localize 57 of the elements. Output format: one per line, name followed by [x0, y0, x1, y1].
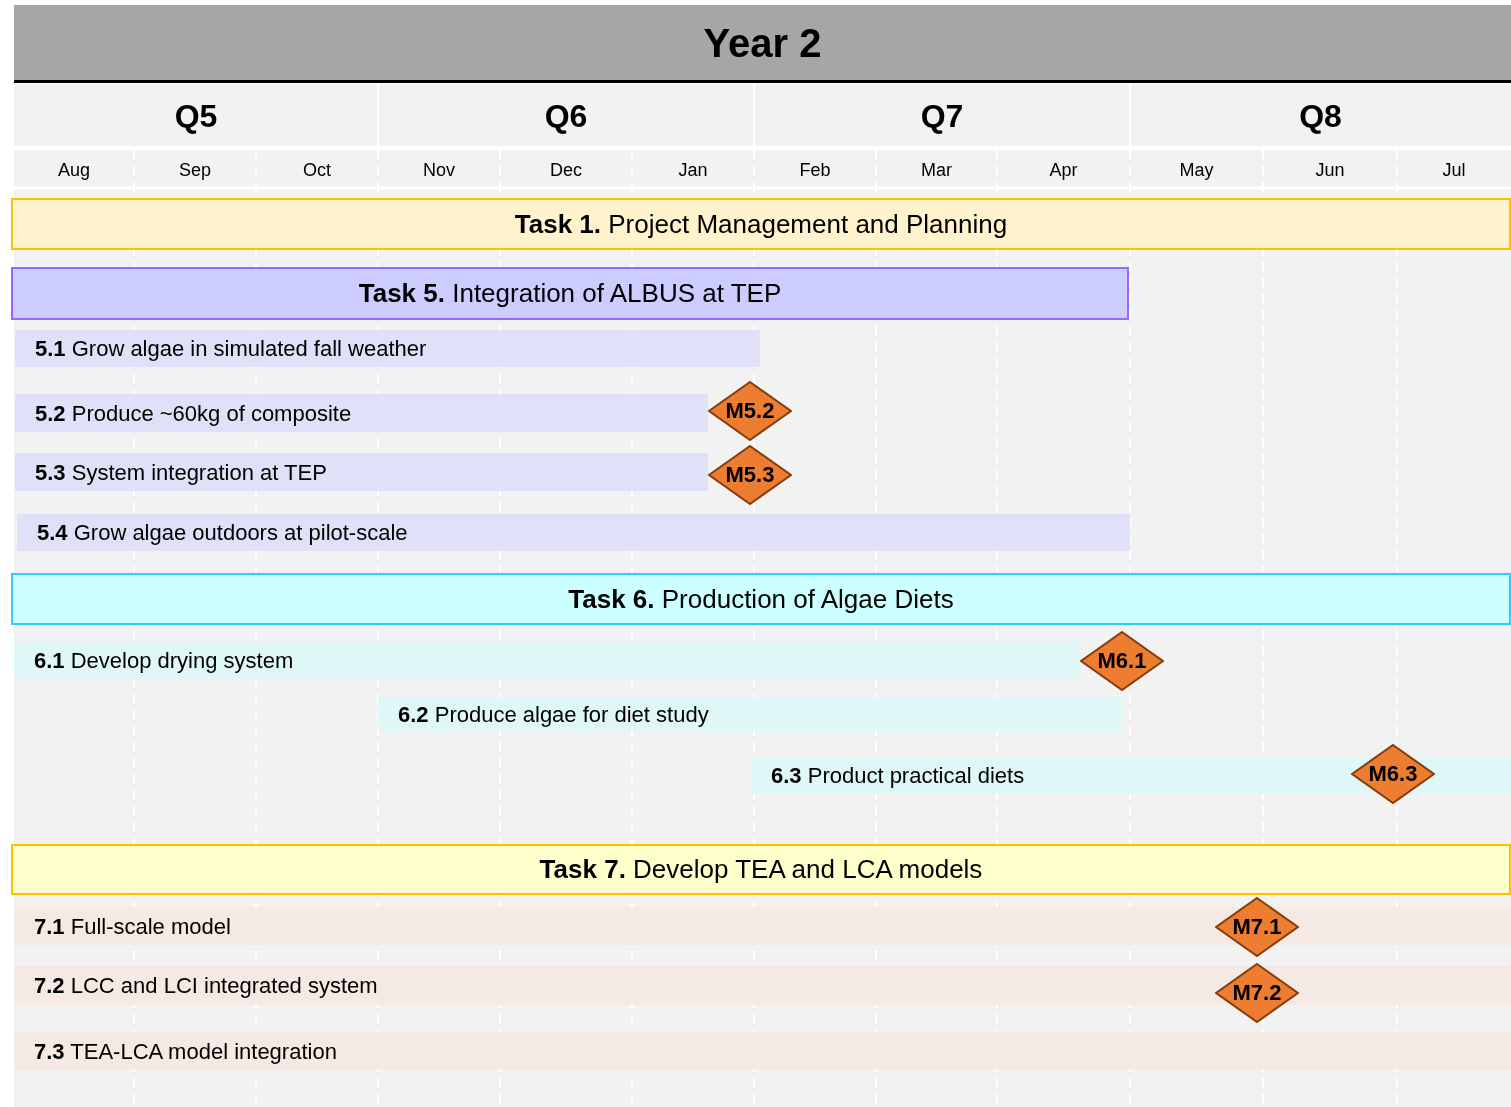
- milestone-label: M7.2: [1232, 982, 1282, 1004]
- milestone-label: M6.3: [1368, 763, 1418, 785]
- milestone-label: M5.2: [725, 400, 775, 422]
- milestone-diamond: [1080, 631, 1164, 691]
- month-label: Jun: [1315, 158, 1345, 182]
- month-label: Sep: [179, 158, 211, 182]
- task-title: Task 1. Project Management and Planning: [514, 207, 1008, 241]
- month-label: Jul: [1442, 158, 1466, 182]
- subtask-bar: [17, 514, 1130, 551]
- milestone-label: M6.1: [1097, 650, 1147, 672]
- task-bar: [11, 573, 1511, 625]
- task-title: Task 5. Integration of ALBUS at TEP: [358, 277, 782, 310]
- task-bar: [11, 267, 1129, 320]
- subtask-bar: [15, 394, 708, 432]
- month-label: Feb: [799, 158, 831, 182]
- milestone-diamond: [708, 381, 792, 441]
- subtask-bar: [15, 453, 708, 491]
- milestone-diamond: [1215, 897, 1299, 957]
- subtask-bar: [14, 907, 1511, 945]
- subtask-bar: [15, 330, 760, 367]
- task-title: Task 7. Develop TEA and LCA models: [539, 853, 983, 886]
- subtask-bar: [378, 697, 1122, 731]
- task-bar: [11, 844, 1511, 895]
- subtask-label: 5.4 Grow algae outdoors at pilot-scale: [37, 519, 408, 547]
- month-label: Mar: [921, 158, 952, 182]
- quarter-label: Q8: [1299, 97, 1342, 136]
- subtask-bar: [14, 966, 1511, 1005]
- task-bar: [11, 198, 1511, 250]
- subtask-label: 5.3 System integration at TEP: [35, 458, 327, 487]
- milestone-diamond: [1215, 963, 1299, 1023]
- quarter-label: Q7: [920, 97, 964, 136]
- subtask-bar: [14, 1032, 1511, 1070]
- subtask-bar: [751, 757, 1511, 794]
- month-label: Dec: [550, 158, 582, 182]
- milestone-diamond: [708, 445, 792, 505]
- milestone-diamond: [1351, 744, 1435, 804]
- month-label: Aug: [58, 158, 90, 182]
- month-label: Jan: [678, 158, 708, 182]
- subtask-label: 6.1 Develop drying system: [34, 647, 294, 675]
- header-title: Year 2: [703, 19, 822, 67]
- month-label: Apr: [1049, 158, 1078, 182]
- subtask-bar: [14, 641, 1080, 680]
- subtask-label: 7.1 Full-scale model: [34, 912, 231, 941]
- month-label: Oct: [303, 158, 331, 182]
- subtask-label: 6.3 Product practical diets: [771, 762, 1025, 790]
- milestone-label: M5.3: [725, 464, 775, 486]
- month-label: May: [1179, 158, 1214, 182]
- subtask-label: 7.2 LCC and LCI integrated system: [34, 972, 378, 1000]
- subtask-label: 5.1 Grow algae in simulated fall weather: [35, 335, 427, 363]
- subtask-label: 6.2 Produce algae for diet study: [398, 700, 709, 729]
- month-label: Nov: [423, 158, 455, 182]
- subtask-label: 5.2 Produce ~60kg of composite: [35, 399, 352, 428]
- subtask-label: 7.3 TEA-LCA model integration: [34, 1037, 337, 1066]
- milestone-label: M7.1: [1232, 916, 1282, 938]
- task-title: Task 6. Production of Algae Diets: [568, 582, 954, 616]
- quarter-label: Q5: [174, 97, 218, 136]
- quarter-label: Q6: [544, 97, 588, 136]
